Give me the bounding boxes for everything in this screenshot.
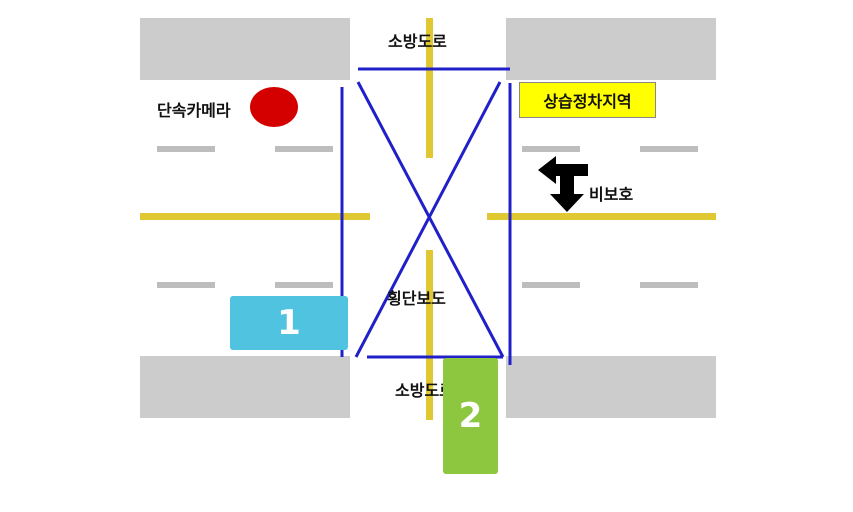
habitual-parking-zone-box: 상습정차지역	[519, 82, 656, 118]
car-2: 2	[443, 358, 498, 474]
block-top-left	[140, 18, 350, 80]
crosswalk-label: 횡단보도	[387, 289, 446, 308]
fire-road-top-label: 소방도로	[388, 32, 447, 51]
car-1: 1	[230, 296, 348, 350]
fire-road-bottom-label: 소방도로	[395, 381, 454, 400]
center-lines	[140, 18, 716, 420]
camera-dot-icon	[250, 87, 298, 127]
block-bottom-right	[506, 356, 716, 418]
habitual-parking-zone-label: 상습정차지역	[543, 92, 632, 111]
unprotected-turn-label: 비보호	[589, 185, 634, 204]
block-top-right	[506, 18, 716, 80]
enforcement-camera-label: 단속카메라	[157, 101, 231, 120]
lane-dashes	[157, 146, 698, 288]
block-bottom-left	[140, 356, 350, 418]
turn-arrow-icon	[538, 156, 588, 212]
crosswalk-x-mark	[340, 67, 512, 365]
